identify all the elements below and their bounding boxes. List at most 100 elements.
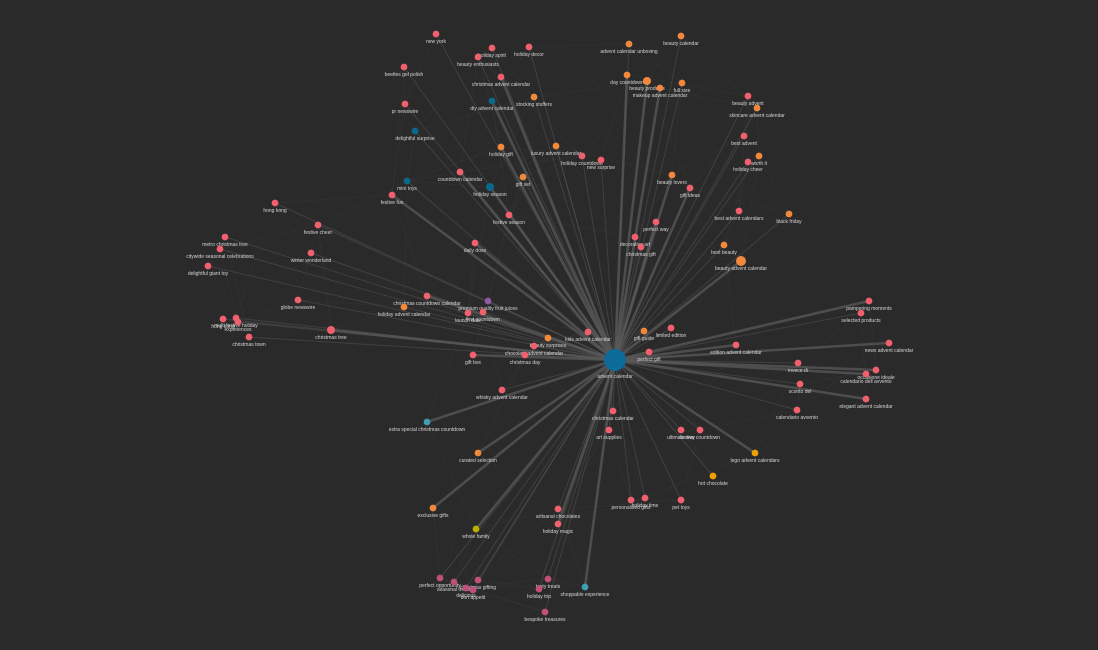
node-premium-quality-fruit-juices[interactable]: premium quality fruit juices xyxy=(458,297,518,312)
node-pr-newswire[interactable]: pr newswire xyxy=(392,100,419,115)
node-art-supplies[interactable]: art supplies xyxy=(596,426,622,441)
node-limited-edition[interactable]: limited edition xyxy=(656,324,687,339)
node-circle[interactable] xyxy=(535,585,543,593)
node-christmas-calendar[interactable]: christmas calendar xyxy=(592,407,634,422)
node-scontu-del[interactable]: sconto del xyxy=(789,380,812,395)
node-holiday-gift[interactable]: holiday gift xyxy=(489,143,514,158)
node-circle[interactable] xyxy=(472,525,480,533)
node-circle[interactable] xyxy=(498,386,506,394)
node-gift-set[interactable]: gift set xyxy=(516,173,531,188)
node-circle[interactable] xyxy=(505,211,513,219)
node-beauty-advent[interactable]: beauty advent xyxy=(732,92,764,107)
node-circle[interactable] xyxy=(245,333,253,341)
node-circle[interactable] xyxy=(497,73,505,81)
node-decorative-art[interactable]: decorative art xyxy=(620,233,651,248)
node-experiences[interactable]: experiences xyxy=(225,318,252,333)
node-kids-advent-calendar[interactable]: kids advent calendar xyxy=(565,328,611,343)
node-circle[interactable] xyxy=(554,520,562,528)
node-advent-calendar-unboxing[interactable]: advent calendar unboxing xyxy=(600,40,658,55)
node-circle[interactable] xyxy=(307,249,315,257)
node-circle[interactable] xyxy=(521,351,529,359)
node-circle[interactable] xyxy=(578,152,586,160)
node-mini-toys[interactable]: mini toys xyxy=(397,177,417,192)
node-citywide-seasonal-celebrations[interactable]: citywide seasonal celebrations xyxy=(186,245,254,260)
node-gift-guide[interactable]: gift guide xyxy=(634,327,655,342)
node-circle[interactable] xyxy=(554,505,562,513)
node-beauty-lovers[interactable]: beauty lovers xyxy=(657,171,687,186)
node-circle[interactable] xyxy=(753,104,761,112)
node-bon-appetit[interactable]: bon appetit xyxy=(461,586,486,601)
node-circle[interactable] xyxy=(400,303,408,311)
node-holiday-time[interactable]: holiday time xyxy=(632,494,659,509)
node-circle[interactable] xyxy=(652,218,660,226)
node-first-countdown[interactable]: first countdown xyxy=(466,308,500,323)
node-invece-di[interactable]: invece di xyxy=(788,359,808,374)
node-circle[interactable] xyxy=(411,127,419,135)
node-globe-newswire[interactable]: globe newswire xyxy=(281,296,316,311)
node-full-size[interactable]: full size xyxy=(674,79,691,94)
node-circle[interactable] xyxy=(552,142,560,150)
node-lego-advent-calendars[interactable]: lego advent calendars xyxy=(731,449,780,464)
node-hot-chocolate[interactable]: hot chocolate xyxy=(698,472,728,487)
node-circle[interactable] xyxy=(216,245,224,253)
node-perfect-way[interactable]: perfect way xyxy=(643,218,669,233)
node-stocking-stuffers[interactable]: stocking stuffers xyxy=(516,93,553,108)
node-circle[interactable] xyxy=(456,168,464,176)
node-hong-kong-2[interactable]: hong kong xyxy=(211,315,235,330)
node-occasione-ideale[interactable]: occasione ideale xyxy=(857,366,895,381)
node-christmas-countdown-calendar[interactable]: christmas countdown calendar xyxy=(393,292,461,307)
node-circle[interactable] xyxy=(541,608,549,616)
node-gift-box[interactable]: gift box xyxy=(465,351,482,366)
node-circle[interactable] xyxy=(497,143,505,151)
node-circle[interactable] xyxy=(204,262,212,270)
node-circle[interactable] xyxy=(862,395,870,403)
node-beauty-advent-calendar[interactable]: beauty advent calendar xyxy=(715,256,767,272)
node-beauty-surprises[interactable]: beauty surprises xyxy=(530,334,567,349)
node-circle[interactable] xyxy=(436,574,444,582)
node-edition-advent-calendar[interactable]: edition advent calendar xyxy=(710,341,762,356)
node-daily-dose[interactable]: daily dose xyxy=(464,239,487,254)
node-circle[interactable] xyxy=(732,341,740,349)
node-skincare-advent-calendar[interactable]: skincare advent calendar xyxy=(729,104,785,119)
node-circle[interactable] xyxy=(668,171,676,179)
node-shoppable-experience[interactable]: shoppable experience xyxy=(561,583,610,598)
node-circle[interactable] xyxy=(432,30,440,38)
node-circle[interactable] xyxy=(785,210,793,218)
node-circle[interactable] xyxy=(667,324,675,332)
node-whole-family[interactable]: whole family xyxy=(462,525,490,540)
node-circle[interactable] xyxy=(678,79,686,87)
node-holiday-season[interactable]: holiday season xyxy=(473,183,507,198)
node-circle[interactable] xyxy=(641,494,649,502)
node-circle[interactable] xyxy=(677,496,685,504)
node-personalised-gifts[interactable]: personalised gifts xyxy=(612,496,651,511)
node-winter-wonderland[interactable]: winter wonderland xyxy=(291,249,332,264)
node-delicious[interactable]: delicious xyxy=(456,584,476,599)
node-worth-it[interactable]: worth it xyxy=(751,152,768,167)
node-circle[interactable] xyxy=(857,309,865,317)
node-beauty-products[interactable]: beauty products xyxy=(629,77,665,92)
node-circle[interactable] xyxy=(525,43,533,51)
node-ultimate-way[interactable]: ultimate way xyxy=(667,426,695,441)
node-calendario-avvento[interactable]: calendario avvento xyxy=(776,406,818,421)
node-holiday-countdown[interactable]: holiday countdown xyxy=(561,152,603,167)
node-circle[interactable] xyxy=(486,183,494,191)
node-circle[interactable] xyxy=(294,296,302,304)
node-circle[interactable] xyxy=(474,53,482,61)
node-circle[interactable] xyxy=(234,318,242,326)
node-luxury-advent-calendar[interactable]: luxury advent calendar xyxy=(531,142,582,157)
node-circle[interactable] xyxy=(474,449,482,457)
node-christmas-day[interactable]: christmas day xyxy=(510,351,541,366)
node-circle[interactable] xyxy=(794,359,802,367)
node-circle[interactable] xyxy=(885,339,893,347)
node-circle[interactable] xyxy=(471,239,479,247)
node-circle[interactable] xyxy=(462,584,470,592)
node-circle[interactable] xyxy=(637,243,645,251)
node-beauty-enthusiasts[interactable]: beauty enthusiasts xyxy=(457,53,499,68)
node-holiday-advent-calendar[interactable]: holiday advent calendar xyxy=(378,303,431,318)
node-new-surprise[interactable]: new surprise xyxy=(587,156,616,171)
node-holiday-trip[interactable]: holiday trip xyxy=(527,585,551,600)
node-circle[interactable] xyxy=(423,292,431,300)
node-pampering-moments[interactable]: pampering moments xyxy=(846,297,892,312)
node-elegant-advent-calendar[interactable]: elegant advent calendar xyxy=(839,395,893,410)
node-gift-ideas[interactable]: gift ideas xyxy=(680,184,701,199)
